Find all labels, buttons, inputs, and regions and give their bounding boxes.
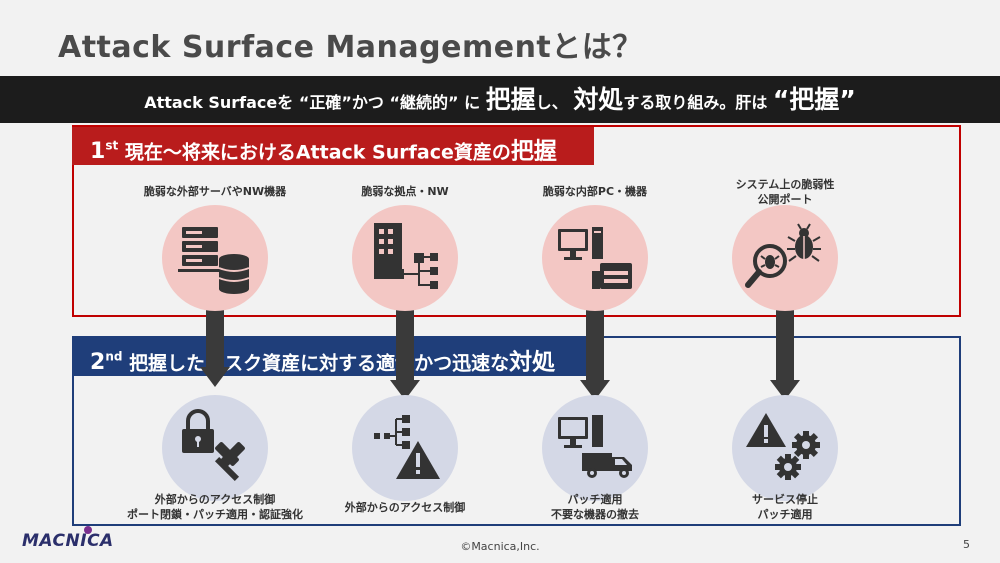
bug-search-icon bbox=[745, 223, 821, 288]
banner-text-1: Attack Surfaceを bbox=[144, 93, 294, 112]
second-step-ordinal: 2nd bbox=[90, 350, 123, 376]
second-item-label-2: 外部からのアクセス制御 bbox=[344, 501, 466, 514]
headline-banner: Attack Surfaceを “正確”かつ “継続的” に 把握し、 対処する… bbox=[0, 76, 1000, 123]
second-step-text: 把握したリスク資産に対する適切かつ迅速な bbox=[129, 352, 510, 375]
banner-quote-continuous: “継続的” bbox=[389, 93, 459, 112]
logo-dot-icon bbox=[84, 526, 92, 534]
pc-truck-icon bbox=[558, 415, 632, 478]
banner-grasp: 把握 bbox=[485, 85, 536, 114]
lock-hammer-icon bbox=[182, 409, 245, 482]
banner-text-4: し、 bbox=[535, 93, 568, 112]
second-item-circle-2 bbox=[352, 395, 458, 501]
second-item-circle-1 bbox=[162, 395, 268, 501]
second-step-heading: 2nd 把握したリスク資産に対する適切かつ迅速な対処 bbox=[72, 338, 590, 376]
first-item-label-1: 脆弱な外部サーバやNW機器 bbox=[143, 185, 287, 198]
macnica-logo: MACNICA bbox=[22, 531, 114, 551]
building-network-icon bbox=[374, 223, 438, 289]
first-item-label-3: 脆弱な内部PC・機器 bbox=[542, 185, 648, 198]
second-item-label-4: サービス停止パッチ適用 bbox=[752, 493, 818, 521]
banner-text-2: かつ bbox=[351, 93, 384, 112]
second-step-panel bbox=[72, 336, 961, 526]
page-title: Attack Surface Managementとは？ bbox=[58, 30, 643, 65]
first-item-label-4: システム上の脆弱性公開ポート bbox=[735, 178, 835, 206]
first-item-circle-3 bbox=[542, 205, 648, 311]
second-step-emph: 対処 bbox=[509, 349, 556, 376]
first-step-text: 現在～将来におけるAttack Surface資産の bbox=[124, 141, 511, 164]
server-database-icon bbox=[178, 227, 250, 294]
arrow-4 bbox=[770, 307, 800, 402]
banner-key: “把握” bbox=[772, 85, 856, 114]
network-warning-icon bbox=[374, 415, 440, 479]
arrow-1 bbox=[200, 307, 230, 387]
banner-respond: 対処 bbox=[573, 85, 624, 114]
banner-quote-accurate: “正確” bbox=[298, 93, 352, 112]
second-item-circle-4 bbox=[732, 395, 838, 501]
first-item-circle-2 bbox=[352, 205, 458, 311]
pc-printer-icon bbox=[558, 227, 632, 289]
arrow-3 bbox=[580, 307, 610, 402]
first-step-panel bbox=[72, 125, 961, 317]
arrow-2 bbox=[390, 307, 420, 402]
warning-gears-icon bbox=[746, 413, 820, 480]
first-item-circle-4 bbox=[732, 205, 838, 311]
banner-text-5: する取り組み。肝は bbox=[623, 93, 768, 112]
first-step-ordinal: 1st bbox=[90, 139, 119, 165]
second-item-circle-3 bbox=[542, 395, 648, 501]
page-number: 5 bbox=[963, 538, 970, 551]
first-item-label-2: 脆弱な拠点・NW bbox=[361, 185, 449, 198]
second-item-label-1: 外部からのアクセス制御ポート閉鎖・パッチ適用・認証強化 bbox=[127, 493, 303, 521]
first-item-circle-1 bbox=[162, 205, 268, 311]
first-step-emph: 把握 bbox=[510, 138, 557, 165]
copyright: ©Macnica,Inc. bbox=[460, 540, 540, 553]
first-step-heading: 1st 現在～将来におけるAttack Surface資産の把握 bbox=[72, 127, 594, 165]
second-item-label-3: パッチ適用不要な機器の撤去 bbox=[551, 493, 639, 521]
banner-text-3: に bbox=[464, 93, 481, 112]
